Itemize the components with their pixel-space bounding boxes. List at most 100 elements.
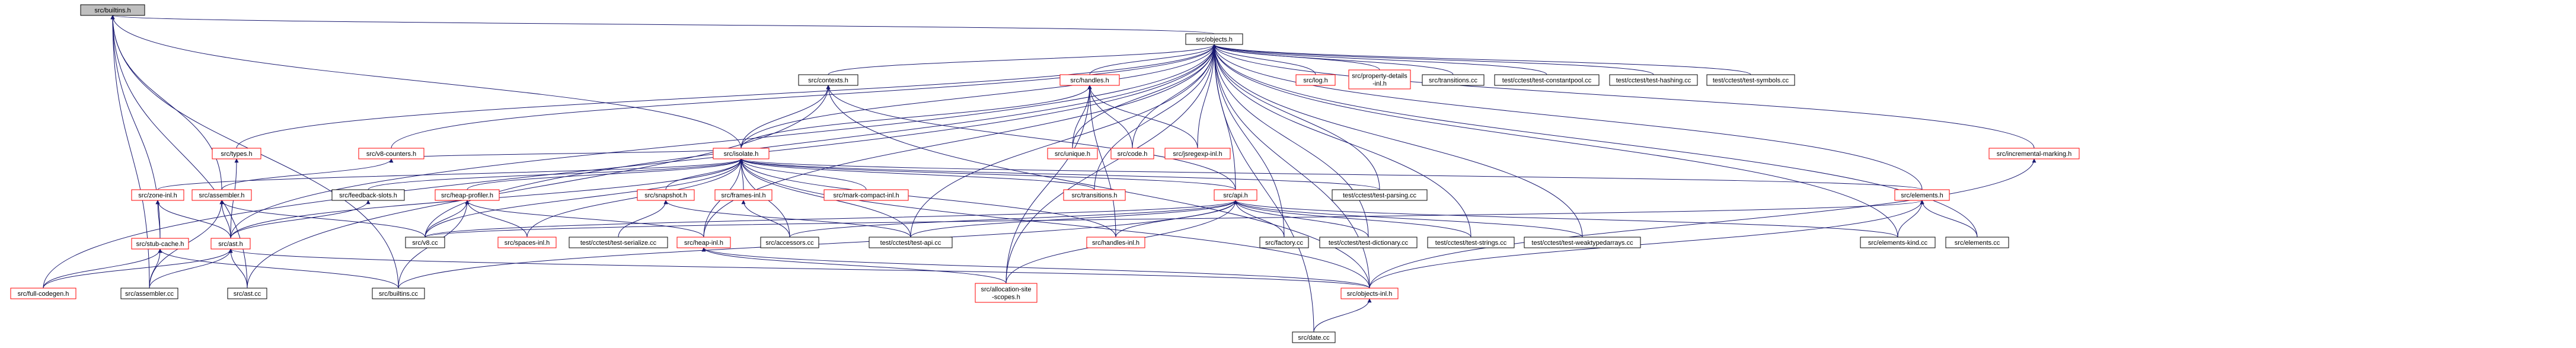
- edge-objects-h-to-incremental-marking-h: [1212, 44, 2035, 149]
- node-code-h[interactable]: src/code.h: [1110, 148, 1154, 159]
- edge-builtins-h-to-objects-h: [111, 15, 1215, 34]
- node-accessors-cc[interactable]: src/accessors.cc: [760, 237, 819, 248]
- node-transitions-h[interactable]: src/transitions.h: [1063, 189, 1126, 201]
- node-label: src/objects.h: [1196, 36, 1233, 43]
- node-isolate-h[interactable]: src/isolate.h: [713, 148, 770, 159]
- node-test-parsing[interactable]: test/cctest/test-parsing.cc: [1332, 189, 1428, 201]
- edge-objects-h-to-test-api: [910, 44, 1217, 238]
- node-elements-kind-cc[interactable]: src/elements-kind.cc: [1860, 237, 1936, 248]
- node-elements-cc[interactable]: src/elements.cc: [1945, 237, 2009, 248]
- node-api-h[interactable]: src/api.h: [1214, 189, 1257, 201]
- node-box: [637, 189, 695, 201]
- node-factory-cc[interactable]: src/factory.cc: [1259, 237, 1309, 248]
- node-test-hashing[interactable]: test/cctest/test-hashing.cc: [1609, 74, 1698, 86]
- node-feedback-slots-h[interactable]: src/feedback-slots.h: [331, 189, 405, 201]
- node-box: [10, 288, 76, 299]
- node-heap-inl-h[interactable]: src/heap-inl.h: [676, 237, 731, 248]
- node-box: [1348, 69, 1411, 90]
- node-v8-counters-h[interactable]: src/v8-counters.h: [358, 148, 424, 159]
- node-test-serialize[interactable]: test/cctest/test-serialize.cc: [569, 237, 668, 248]
- node-label: src/frames-inl.h: [721, 192, 765, 199]
- edge-heap-inl-h-to-allocation-site-scopes-h: [701, 247, 1007, 284]
- node-label: src/allocation-site: [981, 286, 1032, 293]
- node-label: src/full-codegen.h: [18, 290, 69, 298]
- node-ast-cc[interactable]: src/ast.cc: [227, 288, 267, 299]
- node-label: -scopes.h: [992, 294, 1020, 301]
- node-heap-profiler-h[interactable]: src/heap-profiler.h: [435, 189, 500, 201]
- node-test-api[interactable]: test/cctest/test-api.cc: [869, 237, 953, 248]
- node-date-cc[interactable]: src/date.cc: [1292, 331, 1336, 343]
- node-log-h[interactable]: src/log.h: [1295, 74, 1336, 86]
- node-objects-inl-h[interactable]: src/objects-inl.h: [1340, 288, 1399, 299]
- node-box: [131, 189, 184, 201]
- node-label: src/objects-inl.h: [1347, 290, 1392, 298]
- node-test-weakpedarrays[interactable]: test/cctest/test-weaktypedarrays.cc: [1524, 237, 1641, 248]
- node-test-dictionary[interactable]: test/cctest/test-dictionary.cc: [1319, 237, 1418, 248]
- node-allocation-site-scopes-h[interactable]: src/allocation-site-scopes.h: [975, 283, 1038, 303]
- node-elements-h[interactable]: src/elements.h: [1894, 189, 1950, 201]
- node-unique-h[interactable]: src/unique.h: [1047, 148, 1098, 159]
- node-box: [1047, 148, 1098, 159]
- edge-isolate-h-to-heap-profiler-h: [467, 158, 743, 190]
- edge-objects-h-to-objects-inl-h: [1212, 44, 1370, 289]
- node-snapshot-h[interactable]: src/snapshot.h: [637, 189, 695, 201]
- node-property-details-inl-h[interactable]: src/property-details-inl.h: [1348, 69, 1411, 90]
- node-handles-inl-h[interactable]: src/handles-inl.h: [1086, 237, 1145, 248]
- node-box: [1894, 189, 1950, 201]
- node-v8-cc[interactable]: src/v8.cc: [405, 237, 445, 248]
- edge-isolate-h-to-test-parsing: [739, 158, 1380, 190]
- node-label: src/unique.h: [1055, 151, 1090, 158]
- edge-feedback-slots-h-to-ast-h: [230, 200, 371, 239]
- edge-objects-h-to-test-hashing: [1212, 44, 1654, 75]
- node-box: [1110, 148, 1154, 159]
- edge-objects-h-to-test-parsing: [1212, 44, 1380, 190]
- edge-objects-h-to-transitions-h: [1094, 44, 1217, 190]
- node-box: [869, 237, 953, 248]
- node-jsregexp-inl-h[interactable]: src/jsregexp-inl.h: [1164, 148, 1231, 159]
- node-ast-h[interactable]: src/ast.h: [210, 238, 251, 250]
- edge-objects-h-to-isolate-h: [740, 44, 1217, 149]
- node-contexts-h[interactable]: src/contexts.h: [798, 74, 858, 86]
- node-handles-h[interactable]: src/handles.h: [1059, 74, 1120, 86]
- node-test-constantpool[interactable]: test/cctest/test-constantpool.cc: [1494, 74, 1600, 86]
- node-test-symbols[interactable]: test/cctest/test-symbols.cc: [1706, 74, 1795, 86]
- node-frames-inl-h[interactable]: src/frames-inl.h: [714, 189, 773, 201]
- node-box: [1059, 74, 1120, 86]
- node-label: src/property-details: [1352, 73, 1407, 80]
- edge-snapshot-h-to-test-serialize: [618, 200, 668, 238]
- edge-api-h-to-factory-cc: [1233, 200, 1285, 238]
- node-builtins-h[interactable]: src/builtins.h: [80, 4, 145, 16]
- edge-contexts-h-to-objects-inl-h: [826, 85, 1370, 289]
- node-label: src/contexts.h: [808, 77, 848, 84]
- edge-objects-h-to-transitions-cc: [1212, 44, 1454, 75]
- edge-contexts-h-to-ast-cc: [247, 85, 831, 289]
- node-full-codegen-h[interactable]: src/full-codegen.h: [10, 288, 76, 299]
- node-box: [1214, 189, 1257, 201]
- edge-elements-h-to-elements-cc: [1920, 200, 1978, 238]
- node-assembler-h[interactable]: src/assembler.h: [191, 189, 252, 201]
- node-objects-h[interactable]: src/objects.h: [1185, 33, 1243, 45]
- edge-ast-h-to-full-codegen-h: [43, 248, 233, 289]
- node-stub-cache-h[interactable]: src/stub-cache.h: [131, 238, 189, 250]
- node-box: [1332, 189, 1428, 201]
- node-label: test/cctest/test-weaktypedarrays.cc: [1531, 240, 1633, 247]
- node-label: src/ast.cc: [234, 290, 261, 298]
- node-incremental-marking-h[interactable]: src/incremental-marking.h: [1988, 148, 2080, 159]
- edge-isolate-h-to-elements-h: [739, 158, 1923, 190]
- edge-api-h-to-test-weakpedarrays: [1233, 200, 1583, 238]
- node-types-h[interactable]: src/types.h: [212, 148, 261, 159]
- node-zone-inl-h[interactable]: src/zone-inl.h: [131, 189, 184, 201]
- node-transitions-cc[interactable]: src/transitions.cc: [1422, 74, 1485, 86]
- node-mark-compact-inl-h[interactable]: src/mark-compact-inl.h: [823, 189, 909, 201]
- edge-api-h-to-test-dictionary: [1233, 200, 1369, 238]
- node-builtins-cc[interactable]: src/builtins.cc: [372, 288, 425, 299]
- edge-objects-h-to-test-weakpedarrays: [1212, 44, 1583, 238]
- node-spaces-inl-h[interactable]: src/spaces-inl.h: [497, 237, 557, 248]
- node-test-strings[interactable]: test/cctest/test-strings.cc: [1427, 237, 1515, 248]
- node-assembler-cc[interactable]: src/assembler.cc: [120, 288, 178, 299]
- node-label: src/isolate.h: [724, 151, 759, 158]
- edge-ast-h-to-assembler-cc: [149, 248, 233, 289]
- edge-objects-h-to-elements-kind-cc: [1212, 44, 1898, 238]
- edge-assembler-h-to-v8-cc: [219, 200, 426, 238]
- node-box: [1609, 74, 1698, 86]
